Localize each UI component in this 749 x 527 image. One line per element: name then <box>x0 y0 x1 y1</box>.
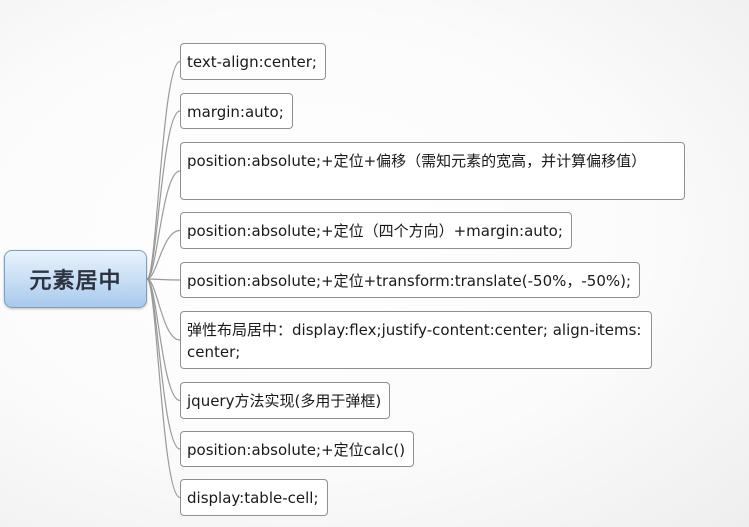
connector-line <box>146 278 181 499</box>
branch-label: text-align:center; <box>187 53 317 71</box>
branch-node-margin-auto[interactable]: margin:auto; <box>180 93 293 129</box>
branch-node-absolute-offset[interactable]: position:absolute;+定位+偏移（需知元素的宽高，并计算偏移值） <box>180 142 685 200</box>
root-label: 元素居中 <box>29 269 122 294</box>
branch-node-absolute-transform[interactable]: position:absolute;+定位+transform:translat… <box>180 262 641 298</box>
branch-label: jquery方法实现(多用于弹框) <box>187 392 382 410</box>
branch-label: position:absolute;+定位+transform:translat… <box>187 272 632 290</box>
branch-label: 弹性布局居中：display:flex;justify-content:cent… <box>187 321 642 361</box>
root-node[interactable]: 元素居中 <box>4 250 147 308</box>
branch-label: position:absolute;+定位calc() <box>187 441 406 459</box>
branch-node-text-align[interactable]: text-align:center; <box>180 43 326 80</box>
branch-node-flex-center[interactable]: 弹性布局居中：display:flex;justify-content:cent… <box>180 311 652 369</box>
connector-line <box>146 278 181 341</box>
connector-line <box>146 278 181 281</box>
branch-label: display:table-cell; <box>187 489 319 507</box>
connector-line <box>146 170 181 280</box>
branch-label: position:absolute;+定位（四个方向）+margin:auto; <box>187 222 563 240</box>
branch-label: position:absolute;+定位+偏移（需知元素的宽高，并计算偏移值） <box>187 152 647 170</box>
branch-node-jquery[interactable]: jquery方法实现(多用于弹框) <box>180 382 391 419</box>
branch-node-absolute-calc[interactable]: position:absolute;+定位calc() <box>180 431 415 467</box>
branch-node-absolute-margin-auto[interactable]: position:absolute;+定位（四个方向）+margin:auto; <box>180 212 572 249</box>
branch-label: margin:auto; <box>187 103 284 121</box>
branch-node-table-cell[interactable]: display:table-cell; <box>180 479 328 516</box>
connector-line <box>146 110 181 280</box>
connector-line <box>146 229 181 280</box>
